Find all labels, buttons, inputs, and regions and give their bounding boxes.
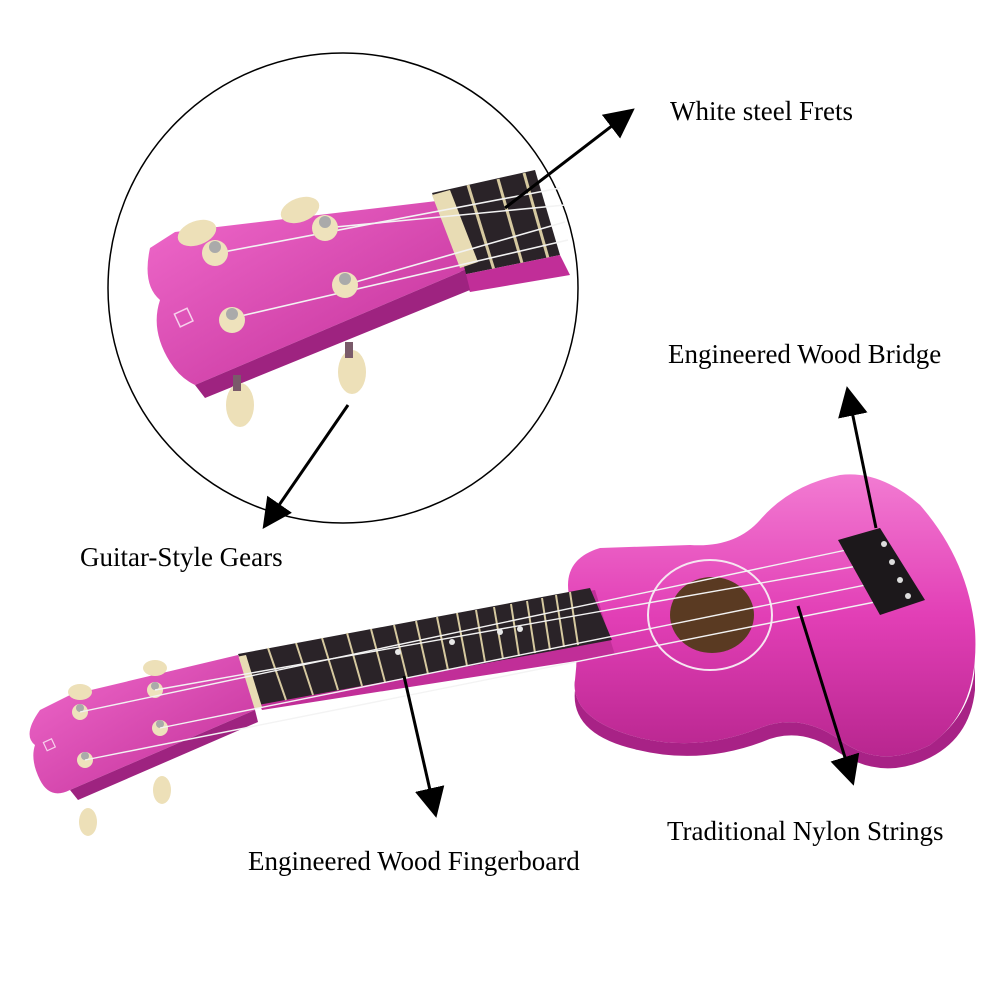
label-traditional-nylon-strings: Traditional Nylon Strings xyxy=(667,816,944,846)
zoom-tuner-button xyxy=(338,350,366,394)
label-engineered-wood-fingerboard: Engineered Wood Fingerboard xyxy=(248,846,580,876)
zoom-string xyxy=(344,221,566,286)
arrow-fingerboard xyxy=(402,675,445,818)
soundhole-ring xyxy=(647,559,773,671)
strings xyxy=(79,544,901,761)
fret-group xyxy=(267,591,579,701)
zoom-tuner-shaft xyxy=(345,342,353,358)
zoom-tuner-post xyxy=(219,307,245,333)
zoom-inset xyxy=(107,52,579,524)
arrow-gears xyxy=(262,404,350,529)
zoom-brand-logo xyxy=(173,307,194,328)
arrow-strings xyxy=(796,605,860,786)
arrow-bridge xyxy=(838,386,878,529)
brand-logo xyxy=(42,737,57,752)
zoom-tuner-post xyxy=(332,272,358,298)
zoom-headstock-edge xyxy=(195,270,470,398)
tuner-button xyxy=(68,684,92,700)
zoom-tuner-post xyxy=(202,240,228,266)
zoom-tuner-post xyxy=(312,215,338,241)
fret-marker xyxy=(395,649,401,655)
zoom-tuner-button xyxy=(177,219,217,247)
fingerboard xyxy=(238,588,612,705)
tuner-button xyxy=(153,776,171,804)
bridge-pin xyxy=(889,559,895,565)
tuner-button xyxy=(79,808,97,836)
zoom-headstock xyxy=(147,200,466,385)
soundhole xyxy=(670,577,754,653)
zoom-neck-side xyxy=(462,255,570,292)
zoom-tuner-button xyxy=(226,383,254,427)
fret-marker xyxy=(497,629,503,635)
zoom-string xyxy=(217,187,561,254)
zoom-string xyxy=(231,239,569,319)
fret-marker xyxy=(449,639,455,645)
bridge xyxy=(838,528,925,615)
bridge-pin xyxy=(881,541,887,547)
zoom-string xyxy=(324,204,566,229)
zoom-fret xyxy=(522,172,550,259)
label-white-steel-frets: White steel Frets xyxy=(670,96,853,126)
zoom-tuner-button xyxy=(280,196,320,224)
label-engineered-wood-bridge: Engineered Wood Bridge xyxy=(668,339,942,369)
arrow-frets xyxy=(504,108,635,210)
fret-marker xyxy=(517,626,523,632)
headstock-edge xyxy=(70,710,258,800)
ukulele xyxy=(29,474,976,836)
zoom-tuner-shaft xyxy=(233,375,241,391)
zoom-fret xyxy=(496,178,524,264)
bridge-pin xyxy=(897,577,903,583)
nut xyxy=(236,655,262,709)
label-guitar-style-gears: Guitar-Style Gears xyxy=(80,542,283,572)
bridge-pin xyxy=(905,593,911,599)
zoom-fret xyxy=(466,184,496,271)
headstock xyxy=(29,655,256,794)
tuner-button xyxy=(143,660,167,676)
callout-arrows xyxy=(262,108,878,818)
